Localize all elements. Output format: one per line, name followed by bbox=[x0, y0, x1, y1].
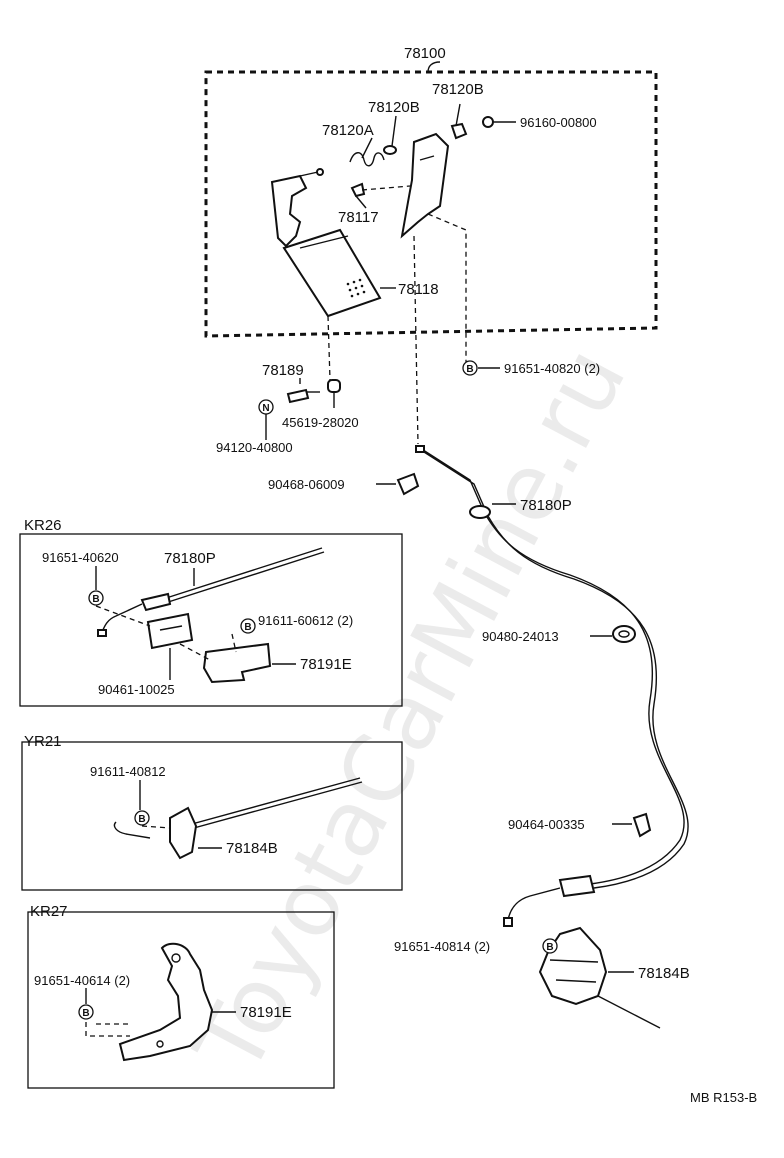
clamp-90464 bbox=[632, 812, 652, 838]
svg-text:B: B bbox=[244, 622, 251, 633]
accelerator-cable-78180p bbox=[415, 445, 689, 927]
section-kr26: KR26 bbox=[24, 517, 62, 534]
kr26-cable bbox=[97, 547, 325, 637]
label-78184b-main: 78184B bbox=[638, 965, 690, 982]
kr27-label-91651-40614: 91651-40614 (2) bbox=[34, 973, 130, 988]
stopper-bolt-78189 bbox=[286, 388, 320, 404]
kr26-label-78191e: 78191E bbox=[300, 656, 352, 673]
kr26-badge-b-91651: B bbox=[88, 590, 104, 606]
pedal-pad-78118 bbox=[282, 228, 382, 318]
label-78189: 78189 bbox=[262, 362, 304, 379]
bushing-78120b bbox=[383, 145, 397, 155]
kr26-label-90461-10025: 90461-10025 bbox=[98, 682, 175, 697]
pedal-assembly-group: 78100 bbox=[204, 45, 658, 338]
clip-90468 bbox=[396, 472, 420, 496]
yr21-label-78184b: 78184B bbox=[226, 840, 278, 857]
kr27-label-78191e: 78191E bbox=[240, 1004, 292, 1021]
grommet-90480 bbox=[612, 625, 636, 643]
badge-b-91651-40820: B bbox=[462, 360, 478, 376]
label-91651-40814: 91651-40814 (2) bbox=[394, 939, 490, 954]
label-90480-24013: 90480-24013 bbox=[482, 629, 559, 644]
cushion-45619 bbox=[327, 379, 341, 393]
label-94120-40800: 94120-40800 bbox=[216, 440, 293, 455]
svg-text:B: B bbox=[82, 1008, 89, 1019]
spring-78120a bbox=[349, 152, 385, 167]
label-78118: 78118 bbox=[398, 281, 439, 298]
bushing-78120b-top bbox=[450, 122, 468, 140]
badge-b-91651-40814: B bbox=[542, 938, 558, 954]
nut-96160 bbox=[482, 116, 494, 128]
label-78120b: 78120B bbox=[368, 99, 420, 116]
label-90464-00335: 90464-00335 bbox=[508, 817, 585, 832]
label-78117: 78117 bbox=[338, 209, 379, 226]
kr26-badge-b-91611: B bbox=[240, 618, 256, 634]
svg-text:N: N bbox=[262, 403, 269, 414]
yr21-badge-b-91611: B bbox=[134, 810, 150, 826]
kr27-box bbox=[27, 911, 335, 1089]
label-45619-28020: 45619-28020 bbox=[282, 415, 359, 430]
pedal-bracket bbox=[400, 132, 450, 239]
yr21-bracket-78184b bbox=[169, 806, 198, 860]
kr26-label-91651-40620: 91651-40620 bbox=[42, 550, 119, 565]
kr27-badge-b-91651: B bbox=[78, 1004, 94, 1020]
yr21-cable bbox=[113, 777, 363, 839]
figure-code: MB R153-B bbox=[690, 1090, 757, 1105]
label-96160-00800: 96160-00800 bbox=[520, 115, 597, 130]
svg-text:B: B bbox=[466, 364, 473, 375]
badge-n: N bbox=[258, 399, 274, 415]
yr21-label-91611-40812: 91611-40812 bbox=[90, 764, 166, 779]
label-90468-06009: 90468-06009 bbox=[268, 477, 345, 492]
kr26-label-91611-60612: 91611-60612 (2) bbox=[258, 613, 353, 628]
clip-78117 bbox=[350, 182, 366, 198]
svg-text:B: B bbox=[92, 594, 99, 605]
label-78100: 78100 bbox=[404, 45, 446, 62]
label-78120b-top: 78120B bbox=[432, 81, 484, 98]
svg-text:B: B bbox=[138, 814, 145, 825]
label-78120a: 78120A bbox=[322, 122, 374, 139]
kr26-label-78180p: 78180P bbox=[164, 550, 216, 567]
pedal-arm bbox=[270, 168, 324, 248]
kr26-bracket-90461 bbox=[146, 612, 194, 650]
kr27-bracket-78191e bbox=[118, 942, 214, 1062]
yr21-box bbox=[21, 741, 403, 891]
label-78180p-main: 78180P bbox=[520, 497, 572, 514]
label-91651-40820: 91651-40820 (2) bbox=[504, 361, 600, 376]
kr26-box bbox=[19, 533, 403, 707]
kr26-bracket-78191e bbox=[202, 642, 272, 684]
svg-text:B: B bbox=[546, 942, 553, 953]
